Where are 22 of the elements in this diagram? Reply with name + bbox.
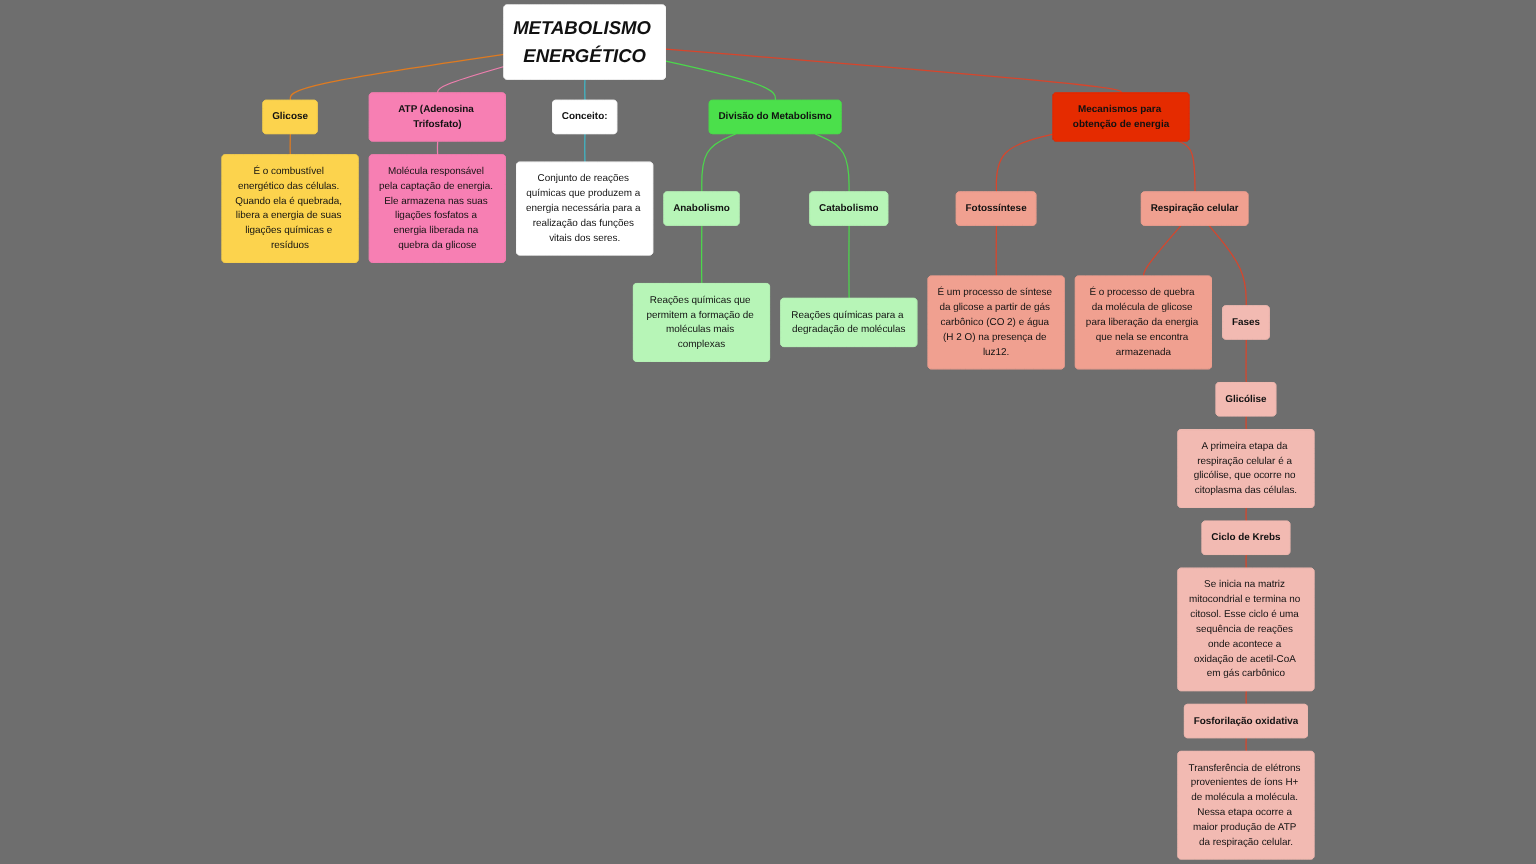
connector <box>289 53 505 102</box>
connector <box>665 60 777 102</box>
connector <box>437 65 505 94</box>
connector <box>1245 554 1247 570</box>
connector <box>701 133 737 193</box>
connector <box>814 133 850 193</box>
connector <box>995 224 998 277</box>
connector <box>995 133 1054 193</box>
connector <box>584 133 586 164</box>
connector <box>1178 140 1196 193</box>
connector <box>1245 338 1247 384</box>
connector <box>1208 224 1247 307</box>
connector <box>1245 507 1247 523</box>
connector <box>584 78 586 102</box>
connector <box>665 48 1122 94</box>
connector <box>701 224 703 285</box>
connector <box>1245 415 1247 431</box>
connector <box>1143 224 1182 277</box>
connector <box>1245 690 1247 706</box>
connector <box>1245 737 1247 753</box>
connector <box>289 133 291 156</box>
connector <box>848 224 850 300</box>
